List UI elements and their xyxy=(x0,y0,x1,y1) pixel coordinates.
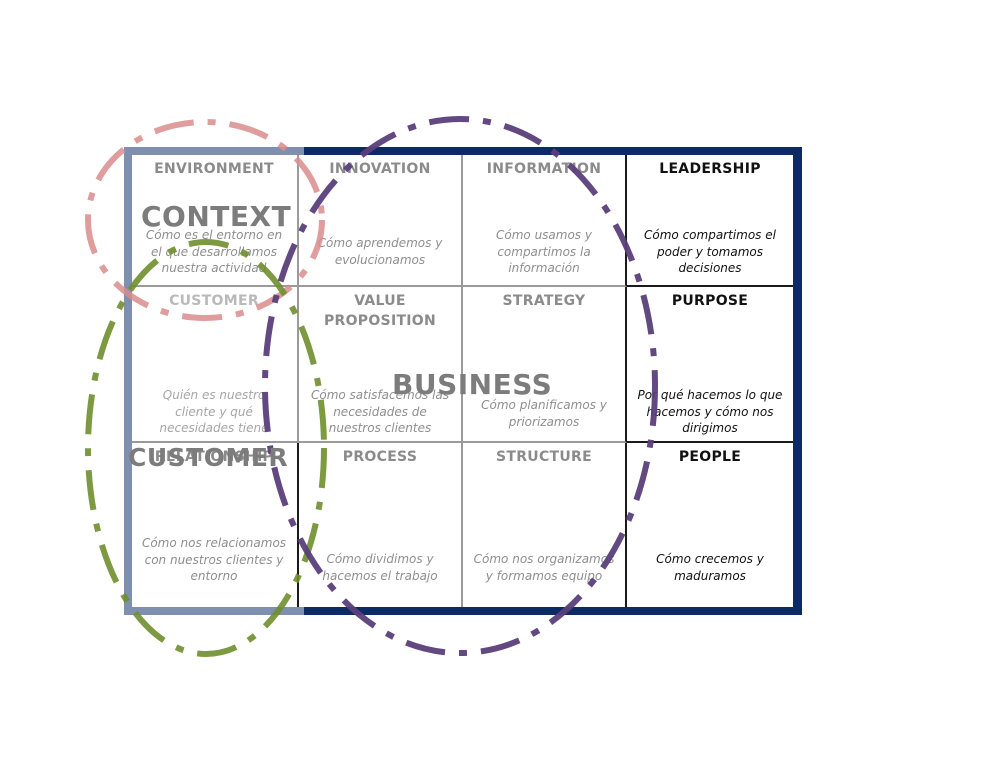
cell-description: Cómo es el entorno en el que desarrollam… xyxy=(145,228,283,275)
cell-title: PROCESS xyxy=(342,449,418,465)
cell-process: PROCESS Cómo dividimos y hacemos el trab… xyxy=(299,443,463,607)
cell-description: Cómo usamos y compartimos la información xyxy=(496,228,592,275)
cell-description: Cómo compartimos el poder y tomamos deci… xyxy=(644,228,776,275)
cell-title: ENVIRONMENT xyxy=(154,161,274,177)
cell-structure: STRUCTURE Cómo nos organizamos y formamo… xyxy=(463,443,627,607)
frame-left-band xyxy=(124,147,132,615)
cell-title: INFORMATION xyxy=(486,161,602,177)
cell-description: Por qué hacemos lo que hacemos y cómo no… xyxy=(637,388,783,435)
cell-strategy: STRATEGY Cómo planificamos y priorizamos xyxy=(463,287,627,443)
cell-description: Cómo planificamos y priorizamos xyxy=(481,398,607,429)
cell-title: STRATEGY xyxy=(502,293,586,309)
cell-people: PEOPLE Cómo crecemos y maduramos xyxy=(627,443,793,607)
cell-description: Quién es nuestro cliente y qué necesidad… xyxy=(159,388,269,435)
cell-description: Cómo nos relacionamos con nuestros clien… xyxy=(141,536,287,583)
cell-title: STRUCTURE xyxy=(495,449,593,465)
cell-title: INNOVATION xyxy=(329,161,431,177)
cell-description: Cómo nos organizamos y formamos equipo xyxy=(473,552,615,583)
cell-description: Cómo dividimos y hacemos el trabajo xyxy=(322,552,438,583)
cell-title: PEOPLE xyxy=(678,449,742,465)
cell-title: LEADERSHIP xyxy=(659,161,761,177)
cell-description: Cómo aprendemos y evolucionamos xyxy=(317,236,443,267)
cell-title: VALUE PROPOSITION xyxy=(323,293,437,329)
group-label-business: BUSINESS xyxy=(392,368,553,401)
group-label-context: CONTEXT xyxy=(141,200,292,233)
cell-customer: CUSTOMER Quién es nuestro cliente y qué … xyxy=(131,287,299,443)
cell-title: CUSTOMER xyxy=(169,293,259,309)
cell-title: PURPOSE xyxy=(671,293,749,309)
cell-innovation: INNOVATION Cómo aprendemos y evolucionam… xyxy=(299,155,463,287)
frame-bottom-band xyxy=(124,607,304,615)
frame-top-band xyxy=(124,147,304,155)
group-label-customer: CUSTOMER xyxy=(128,443,289,472)
cell-leadership: LEADERSHIP Cómo compartimos el poder y t… xyxy=(627,155,793,287)
cell-description: Cómo crecemos y maduramos xyxy=(656,552,764,583)
cell-purpose: PURPOSE Por qué hacemos lo que hacemos y… xyxy=(627,287,793,443)
cell-value-proposition: VALUE PROPOSITION Cómo satisfacemos las … xyxy=(299,287,463,443)
cell-information: INFORMATION Cómo usamos y compartimos la… xyxy=(463,155,627,287)
